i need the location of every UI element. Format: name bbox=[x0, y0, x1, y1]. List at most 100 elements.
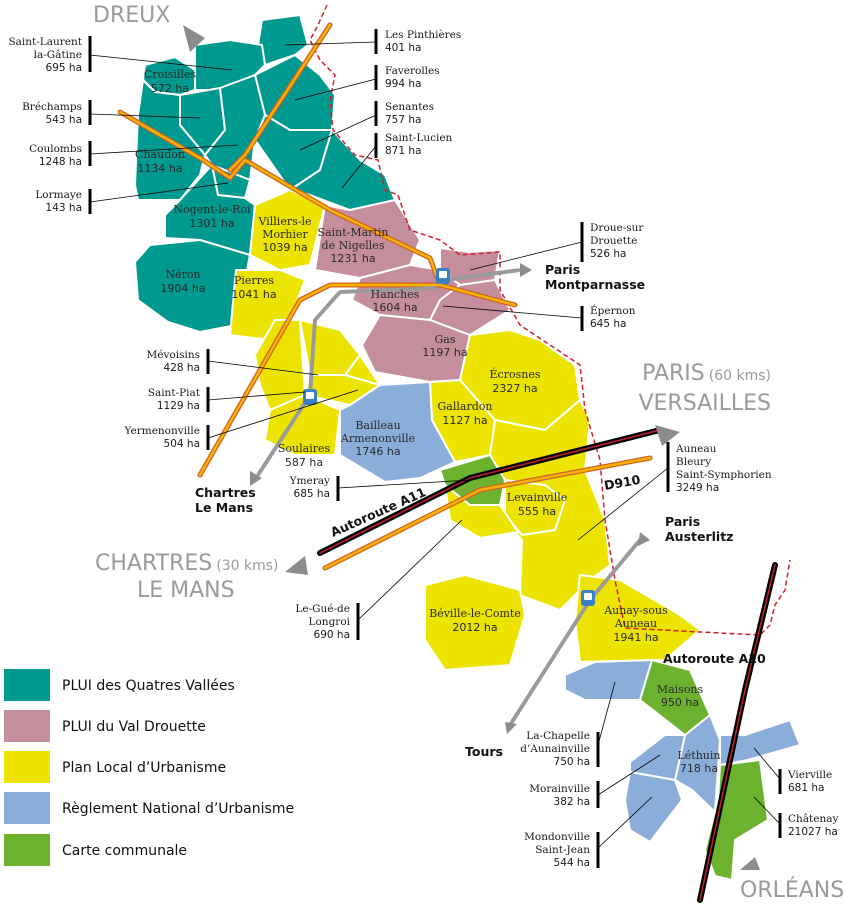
label-tours: Tours bbox=[465, 744, 503, 759]
city-versailles: VERSAILLES bbox=[638, 391, 771, 416]
label-d910: D910 bbox=[603, 472, 642, 493]
label-a10: Autoroute A10 bbox=[663, 651, 766, 666]
label-a11: Autoroute A11 bbox=[328, 484, 428, 539]
city-dreux: DREUX bbox=[93, 3, 170, 28]
svg-text:Plan Local d’Urbanisme: Plan Local d’Urbanisme bbox=[62, 760, 226, 776]
commune-bailleau[interactable] bbox=[339, 374, 456, 483]
arrow-icon bbox=[505, 722, 517, 734]
rail-montparnasse bbox=[443, 268, 522, 282]
city-le-mans: LE MANS bbox=[137, 578, 235, 603]
rail-arrows bbox=[250, 263, 650, 734]
commune-maisons[interactable] bbox=[639, 659, 711, 736]
direction-arrows bbox=[183, 25, 760, 870]
legend-item-rnu: Règlement National d’Urbanisme bbox=[4, 792, 294, 824]
legend-item-plui-quatre-vallees: PLUI des Quatres Vallées bbox=[4, 669, 235, 701]
legend-item-carte-communale: Carte communale bbox=[4, 834, 187, 866]
train-icon bbox=[581, 590, 595, 606]
arrow-dreux-icon bbox=[183, 25, 205, 52]
commune-neron[interactable] bbox=[134, 239, 251, 333]
commune-aunay[interactable] bbox=[574, 574, 701, 663]
svg-text:Carte communale: Carte communale bbox=[62, 843, 187, 859]
commune-mondonville[interactable] bbox=[624, 771, 683, 843]
train-station-icons bbox=[303, 268, 595, 606]
legend: PLUI des Quatres Vallées PLUI du Val Dro… bbox=[4, 669, 294, 866]
city-paris: PARIS(60 kms) bbox=[642, 361, 771, 386]
arrow-chartres-icon bbox=[285, 556, 308, 575]
arrow-icon bbox=[638, 532, 650, 546]
svg-text:PLUI du Val Drouette: PLUI du Val Drouette bbox=[62, 719, 206, 735]
arrow-paris-icon bbox=[655, 425, 680, 446]
arrow-orleans-icon bbox=[740, 857, 760, 870]
city-chartres: CHARTRES(30 kms) bbox=[95, 551, 278, 576]
commune-morainville[interactable] bbox=[629, 734, 686, 781]
commune-beville[interactable] bbox=[424, 574, 526, 671]
commune-la-chapelle[interactable] bbox=[564, 659, 653, 701]
city-orleans: ORLÉANS bbox=[740, 877, 844, 903]
svg-text:PLUI des Quatres Vallées: PLUI des Quatres Vallées bbox=[62, 678, 235, 694]
rail-chartres bbox=[256, 286, 437, 477]
train-icon bbox=[436, 268, 450, 284]
commune-pinthieres[interactable] bbox=[257, 14, 309, 66]
svg-text:Règlement National d’Urbanisme: Règlement National d’Urbanisme bbox=[62, 801, 294, 817]
commune-villiers[interactable] bbox=[249, 189, 326, 271]
